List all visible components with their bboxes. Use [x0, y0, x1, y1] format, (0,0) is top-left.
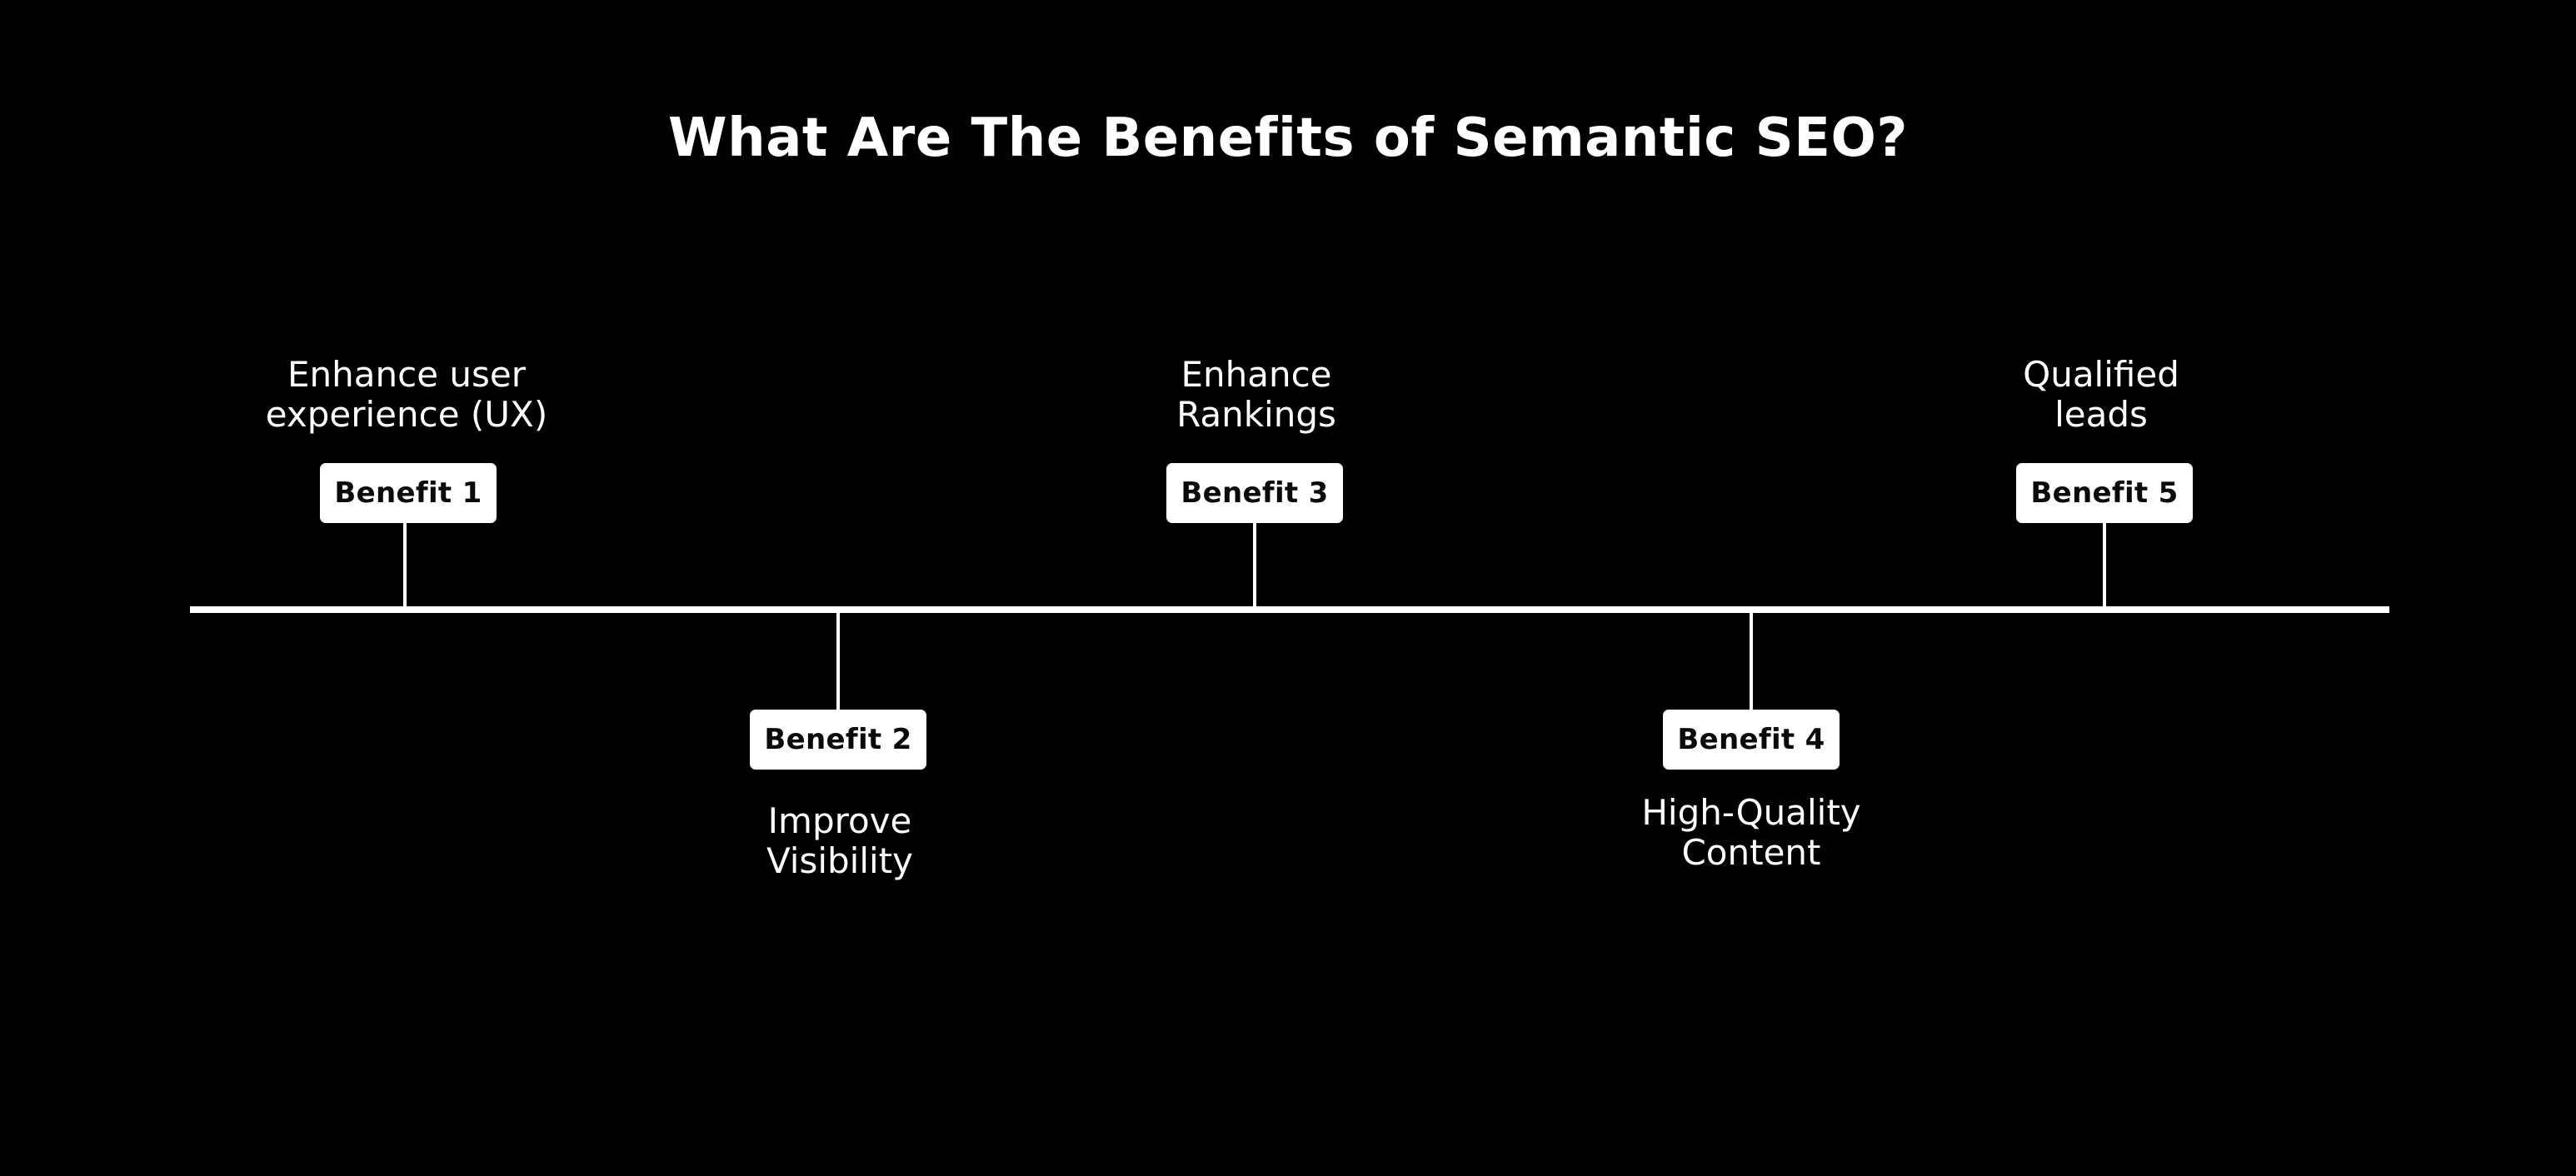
page-title: What Are The Benefits of Semantic SEO?: [668, 107, 1908, 169]
benefit-4-badge: Benefit 4: [1663, 710, 1840, 770]
benefit-5-connector: [2103, 523, 2106, 608]
benefit-5-label-line-1: Qualified: [2023, 354, 2179, 395]
benefit-2-badge: Benefit 2: [750, 710, 926, 770]
benefit-1-label-line-2: experience (UX): [265, 394, 548, 435]
benefit-5-label: Qualified leads: [1885, 355, 2318, 435]
benefit-3-label-line-2: Rankings: [1176, 394, 1336, 435]
benefit-2-connector: [836, 611, 840, 711]
benefit-3-badge: Benefit 3: [1166, 463, 1343, 523]
benefit-1-connector: [403, 523, 407, 608]
benefit-5-label-line-2: leads: [2054, 394, 2148, 435]
benefit-5-badge: Benefit 5: [2016, 463, 2193, 523]
benefit-2-label-line-2: Visibility: [766, 840, 914, 881]
benefit-2-label: Improve Visibility: [623, 801, 1056, 881]
benefit-4-connector: [1750, 611, 1753, 711]
benefit-1-badge: Benefit 1: [320, 463, 497, 523]
benefit-3-label: Enhance Rankings: [1040, 355, 1473, 435]
benefit-1-label: Enhance user experience (UX): [190, 355, 623, 435]
benefit-3-connector: [1253, 523, 1256, 608]
timeline-axis: [190, 606, 2389, 613]
benefit-1-label-line-1: Enhance user: [287, 354, 527, 395]
benefit-4-label-line-1: High-Quality: [1641, 792, 1861, 833]
benefit-4-label: High-Quality Content: [1535, 793, 1968, 873]
benefit-4-label-line-2: Content: [1681, 832, 1821, 873]
benefit-2-label-line-1: Improve: [767, 800, 912, 841]
benefit-3-label-line-1: Enhance: [1181, 354, 1332, 395]
